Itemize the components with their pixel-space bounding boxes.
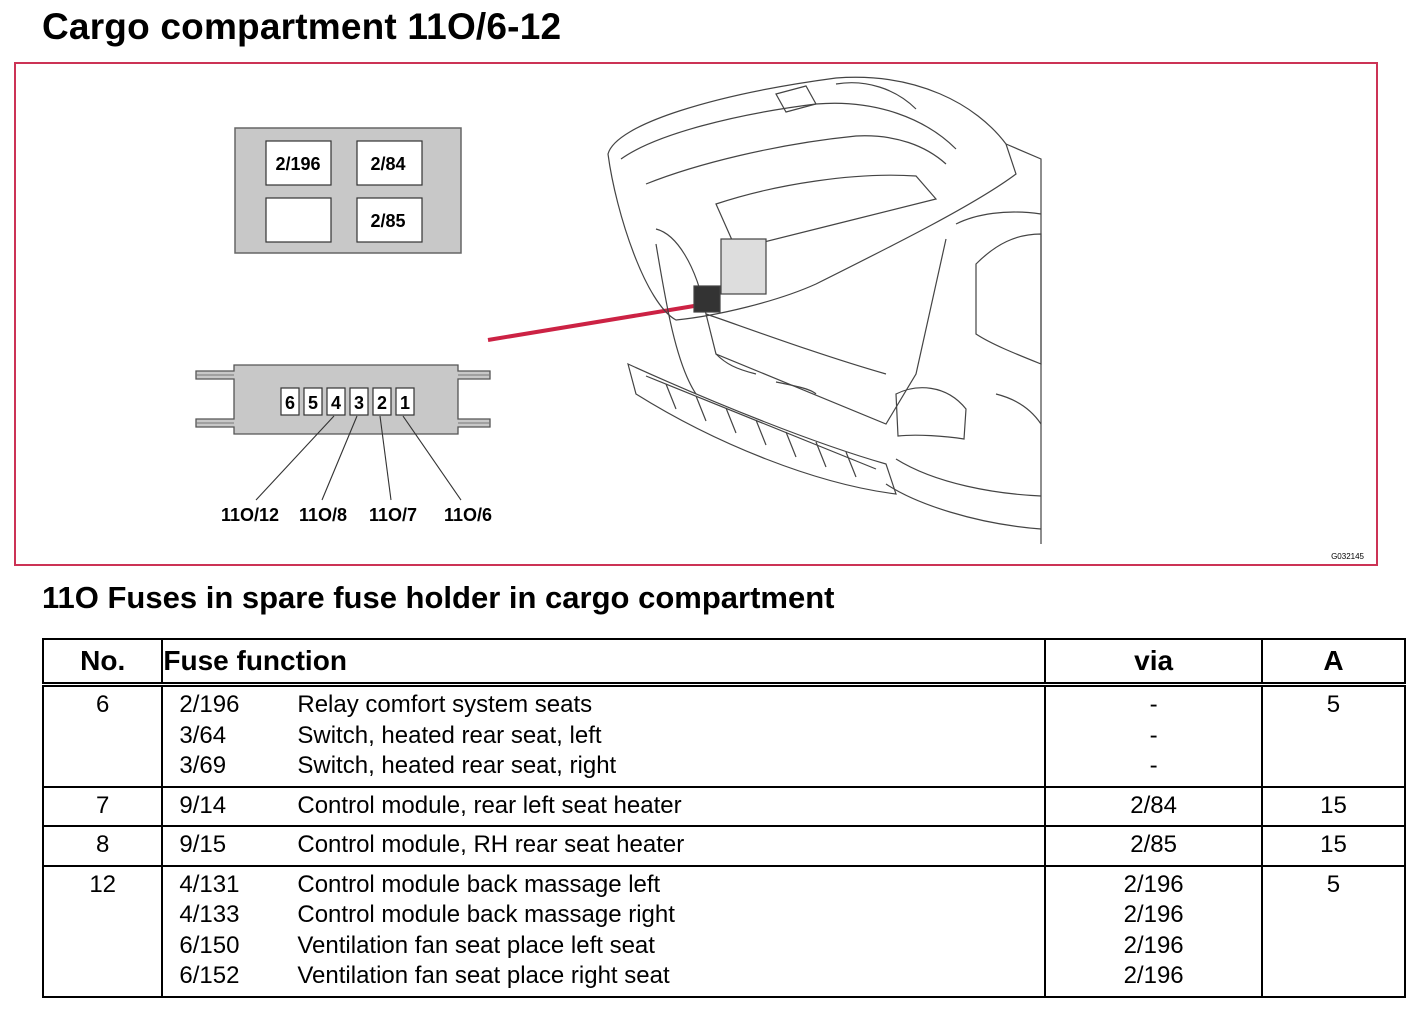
relay-slot-label: 2/85 (370, 211, 405, 231)
fuse-label: 11O/8 (299, 505, 347, 525)
component-code: 4/131 (179, 870, 240, 898)
component-code: 4/133 (179, 901, 240, 928)
relay-box: 2/196 2/84 2/85 (234, 127, 462, 254)
component-description: Switch, heated rear seat, left (297, 721, 602, 749)
fuse-slot (395, 387, 415, 416)
via-value: 2/85 (1130, 831, 1177, 858)
fuse-number: 7 (96, 791, 110, 819)
cell-amps: 15 (1260, 826, 1407, 867)
car-rear-illustration (607, 76, 1042, 544)
component-description: Ventilation fan seat place left seat (297, 931, 655, 959)
via-value: 2/196 (1123, 901, 1184, 928)
component-code: 3/64 (179, 721, 227, 749)
via-value: 2/196 (1123, 962, 1184, 989)
page-title: Cargo compartment 11O/6-12 (42, 6, 562, 47)
cell-no: 7 (41, 786, 164, 827)
header-function: Fuse function (161, 638, 1047, 687)
fuse-slot-number: 6 (285, 393, 295, 413)
fuse-label: 11O/12 (221, 505, 279, 525)
cell-amps: 5 (1260, 865, 1407, 998)
fuse-number: 12 (89, 870, 117, 898)
fuse-slot-number: 2 (377, 393, 387, 413)
fuse-slot-number: 5 (308, 393, 318, 413)
amperage: 15 (1320, 791, 1347, 819)
component-code: 2/196 (179, 691, 240, 718)
component-code: 9/15 (179, 831, 227, 858)
cell-no: 8 (41, 826, 164, 867)
fuse-number: 8 (96, 831, 110, 858)
component-code: 6/150 (179, 931, 240, 959)
relay-slot-label: 2/196 (275, 154, 320, 174)
table-header-row: No. Fuse function via A (41, 638, 1407, 687)
fuse-slot (349, 387, 369, 416)
cell-via: 2/85 (1044, 826, 1263, 867)
component-description: Control module back massage left (297, 870, 661, 898)
fuse-table: No. Fuse function via A 6 2/196 Relay comf… (41, 638, 1407, 998)
relay-slot-label: 2/84 (370, 154, 405, 174)
cell-amps: 5 (1260, 684, 1407, 788)
amperage: 5 (1326, 691, 1341, 718)
header-no: No. (41, 638, 164, 687)
fuse-label: 11O/7 (369, 505, 417, 525)
amperage: 15 (1320, 831, 1347, 858)
fuse-label: 11O/6 (444, 505, 492, 525)
component-description: Control module back massage right (297, 901, 675, 928)
via-value: 2/196 (1123, 931, 1184, 959)
cell-via: - - - (1044, 684, 1263, 788)
cell-function: 9/14 Control module, rear left seat heate… (161, 786, 1047, 827)
amperage: 5 (1326, 870, 1341, 898)
section-subtitle: 11O Fuses in spare fuse holder in cargo … (42, 580, 835, 615)
table-row: 7 9/14 Control module, rear left seat heat… (41, 786, 1407, 827)
table-row: 8 9/15 Control module, RH rear seat heater… (41, 826, 1407, 867)
fuse-slot-number: 1 (400, 393, 410, 413)
fuse-number: 6 (96, 691, 110, 718)
cell-no: 12 (41, 865, 164, 998)
component-code: 3/69 (179, 752, 227, 779)
cell-function: 4/131 Control module back massage left 4/1… (161, 865, 1047, 998)
component-description: Control module, RH rear seat heater (297, 831, 685, 858)
header-amps: A (1260, 638, 1407, 687)
image-code: G032145 (1331, 552, 1364, 561)
via-value: - (1149, 721, 1158, 749)
component-description: Switch, heated rear seat, right (297, 752, 617, 779)
cell-via: 2/84 (1044, 786, 1263, 827)
component-code: 9/14 (179, 791, 227, 819)
cell-amps: 15 (1260, 786, 1407, 827)
via-value: - (1149, 691, 1158, 718)
fuse-slot-number: 4 (331, 393, 341, 413)
component-description: Relay comfort system seats (297, 691, 593, 718)
component-code: 6/152 (179, 962, 240, 989)
fuse-slot (372, 387, 392, 416)
via-value: 2/196 (1123, 870, 1184, 898)
header-via: via (1044, 638, 1263, 687)
cell-function: 9/15 Control module, RH rear seat heater (161, 826, 1047, 867)
location-pointer (487, 304, 695, 342)
cell-no: 6 (41, 684, 164, 788)
component-description: Ventilation fan seat place right seat (297, 962, 670, 989)
fuse-slot (280, 387, 300, 416)
via-value: 2/84 (1130, 791, 1177, 819)
fuse-slot (303, 387, 323, 416)
cell-via: 2/196 2/196 2/196 2/196 (1044, 865, 1263, 998)
fuse-slot-number: 3 (354, 393, 364, 413)
via-value: - (1149, 752, 1158, 779)
component-description: Control module, rear left seat heater (297, 791, 682, 819)
fuse-slot (326, 387, 346, 416)
